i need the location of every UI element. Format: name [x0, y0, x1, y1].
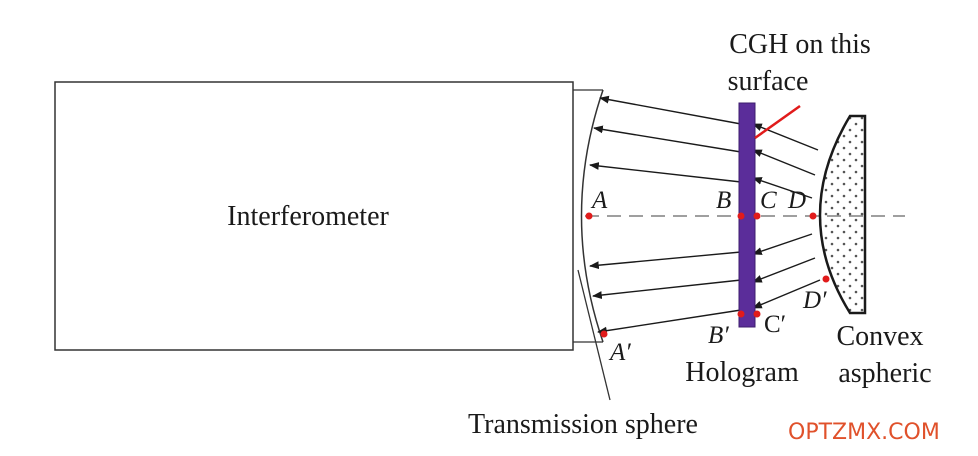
point-d-label: D	[787, 187, 806, 214]
point-c-prime-marker	[753, 310, 761, 318]
point-d-prime-label: D′	[802, 287, 827, 314]
convex-aspheric-lens	[818, 114, 867, 315]
point-b-prime-marker	[737, 310, 745, 318]
point-markers	[585, 212, 830, 338]
point-b-label: B	[716, 187, 731, 214]
cgh-label-line1: CGH on this	[729, 29, 871, 60]
point-d-marker	[809, 212, 817, 220]
point-c-prime-label: C′	[764, 311, 786, 338]
point-c-label: C	[760, 187, 777, 214]
transmission-sphere	[573, 89, 611, 401]
watermark-text: OPTZMX.COM	[788, 420, 940, 445]
point-a-marker	[585, 212, 593, 220]
cgh-label-line2: surface	[728, 66, 809, 97]
cgh-pointer-line	[754, 104, 801, 140]
point-b-marker	[737, 212, 745, 220]
ray-bundle	[589, 95, 821, 335]
point-d-prime-marker	[822, 275, 830, 283]
transmission-sphere-label: Transmission sphere	[468, 409, 698, 440]
convex-aspheric-label-line2: aspheric	[838, 358, 931, 389]
point-b-prime-label: B′	[708, 322, 729, 349]
convex-aspheric-label-line1: Convex	[836, 321, 923, 352]
point-a-label: A	[590, 187, 608, 214]
point-c-marker	[753, 212, 761, 220]
hologram-label: Hologram	[685, 357, 799, 388]
interferometer-box	[54, 81, 574, 351]
point-a-prime-label: A′	[608, 339, 631, 366]
interferometer-label: Interferometer	[227, 201, 389, 232]
point-a-prime-marker	[600, 330, 608, 338]
